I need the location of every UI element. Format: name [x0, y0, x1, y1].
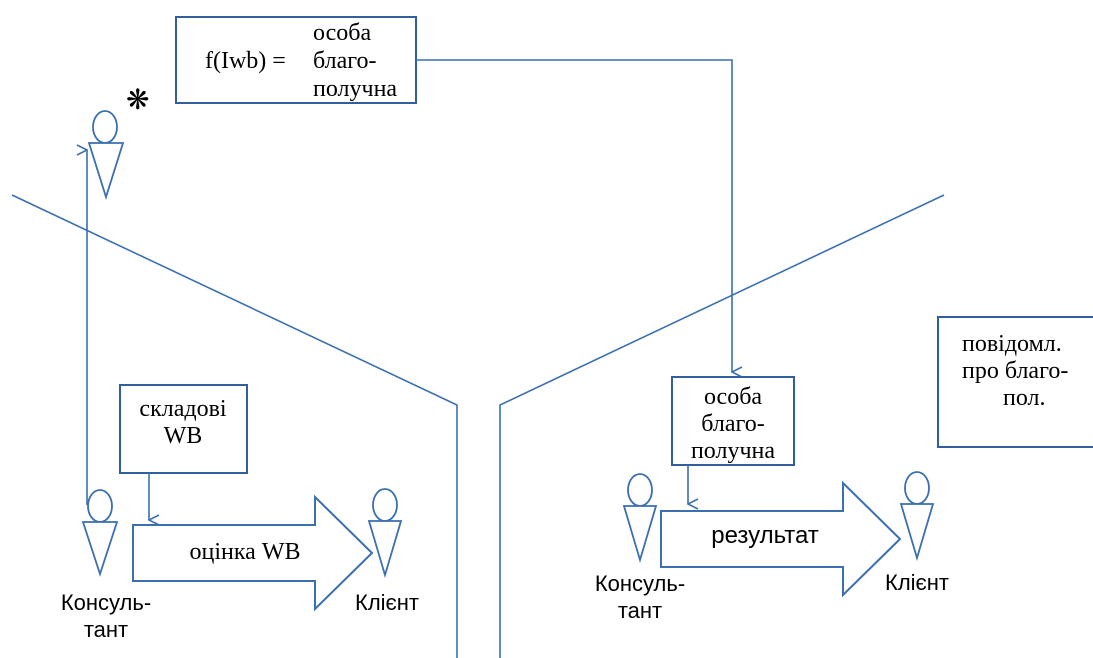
formula-rhs-line-3: получна [313, 76, 397, 102]
result-box-line-3: получна [691, 438, 775, 464]
formula-lhs: f(Iwb) = [205, 48, 286, 74]
result-box: особа благо- получна [671, 376, 795, 466]
formula-rhs-line-1: особа [313, 20, 371, 46]
block-arrow-icon [660, 480, 902, 598]
formula-to-result-connector [416, 59, 732, 372]
left-consultant-label-line-1: Консуль- [61, 590, 151, 615]
right-consultant-label-line-2: тант [618, 598, 662, 623]
message-line-2: про благо- [962, 358, 1068, 384]
person-icon [367, 488, 403, 579]
message-box: повідомл. про благо- пол. [937, 316, 1093, 448]
left-arrow-label: оцінка WB [190, 539, 301, 565]
message-line-3: пол. [1003, 385, 1046, 411]
right-divider-line [499, 194, 945, 658]
components-line-1: складові [139, 396, 226, 422]
left-divider-line [11, 194, 458, 658]
result-box-line-2: благо- [701, 411, 764, 437]
components-box: складові WB [119, 384, 248, 474]
person-icon [81, 489, 119, 577]
left-client-label: Клієнт [355, 590, 419, 615]
result-box-line-1: особа [704, 384, 762, 410]
person-icon [622, 473, 658, 564]
formula-box: f(Iwb) = особа благо- получна [175, 16, 417, 104]
person-icon [87, 110, 125, 200]
formula-rhs-line-2: благо- [313, 48, 376, 74]
components-line-2: WB [164, 423, 203, 449]
right-arrow-label: результат [711, 522, 819, 549]
left-consultant-label-line-2: тант [84, 617, 128, 642]
right-consultant-label-line-1: Консуль- [595, 571, 685, 596]
right-client-label: Клієнт [885, 570, 949, 595]
star-icon: ❋ [126, 85, 149, 116]
message-line-1: повідомл. [962, 331, 1062, 357]
block-arrow-icon [132, 494, 374, 612]
person-icon [899, 471, 935, 562]
